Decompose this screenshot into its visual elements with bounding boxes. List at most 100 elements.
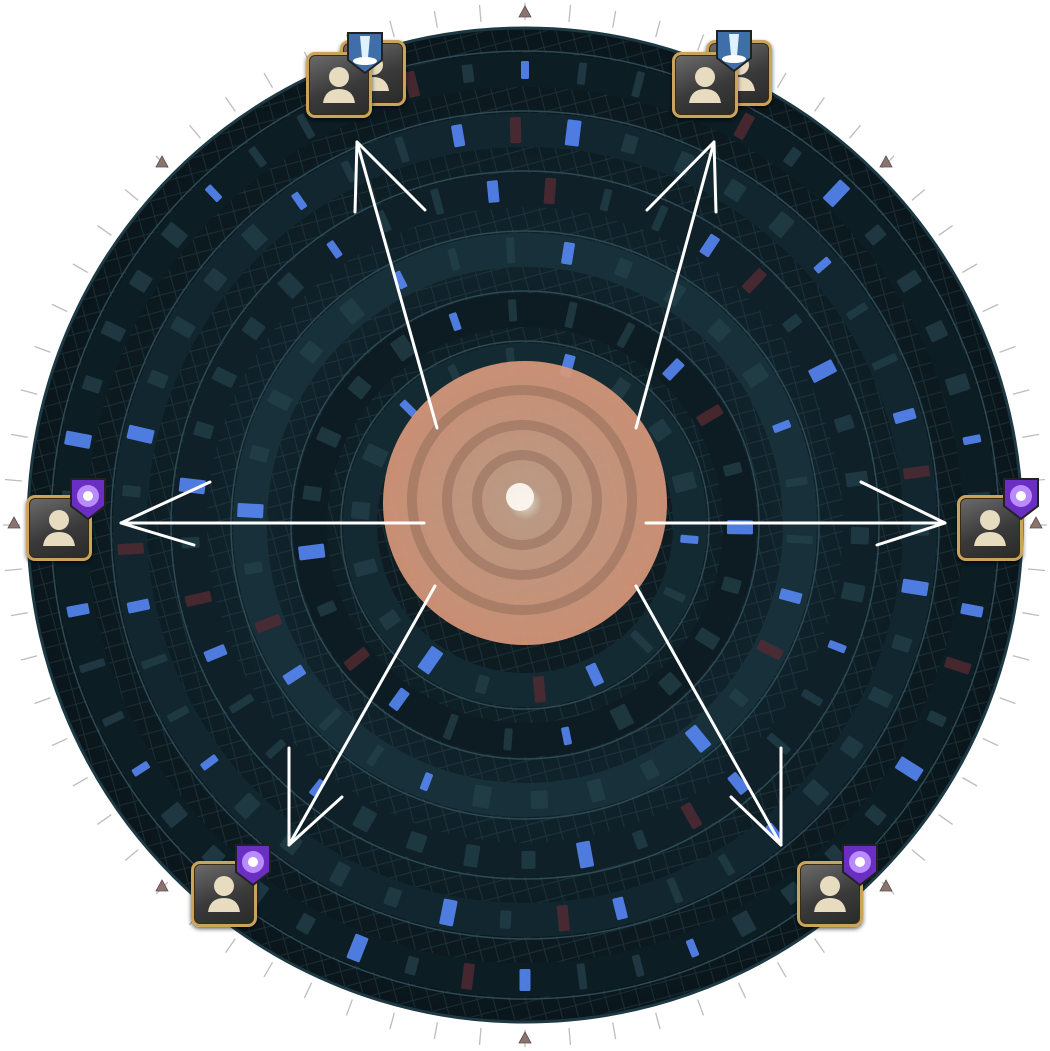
- glyph-block: [100, 320, 126, 342]
- glyph-block: [616, 322, 636, 348]
- glyph-block: [129, 269, 153, 293]
- compass-triangle: [1029, 516, 1043, 529]
- tick-mark: [34, 345, 51, 353]
- glyph-block: [868, 686, 893, 708]
- glyph-block: [390, 334, 416, 362]
- glyph-block: [696, 404, 724, 427]
- glyph-block: [309, 778, 326, 797]
- tick-mark: [10, 612, 28, 617]
- purple-orb-icon[interactable]: [68, 476, 108, 522]
- tick-mark: [697, 999, 705, 1016]
- glyph-block: [448, 312, 462, 332]
- tick-mark: [1022, 612, 1040, 617]
- glyph-block: [161, 802, 188, 828]
- glyph-block: [785, 476, 808, 488]
- glyph-block: [299, 340, 324, 364]
- tick-mark: [982, 737, 999, 747]
- glyph-block: [353, 558, 378, 577]
- purple-orb-icon[interactable]: [1001, 476, 1041, 522]
- glyph-block: [346, 933, 369, 963]
- glyph-block: [945, 373, 971, 396]
- glyph-block: [731, 910, 757, 937]
- glyph-block: [203, 644, 228, 662]
- glyph-block: [614, 257, 633, 279]
- arrow-head-top-right: [645, 140, 718, 214]
- glyph-block: [167, 705, 190, 723]
- tick-mark: [34, 697, 51, 705]
- player-avatar-icon: [957, 495, 1023, 561]
- compass-triangle: [518, 1031, 532, 1044]
- portal-beam-icon[interactable]: [345, 30, 385, 76]
- glyph-block: [126, 598, 151, 614]
- glyph-block: [343, 647, 370, 671]
- glyph-block: [234, 792, 261, 820]
- purple-orb-icon[interactable]: [233, 842, 273, 888]
- glyph-block: [472, 784, 492, 809]
- glyph-block: [707, 318, 732, 343]
- glyph-block: [205, 184, 222, 202]
- glyph-ring: [343, 343, 707, 707]
- portal-beam-icon[interactable]: [714, 28, 754, 74]
- glyph-block: [193, 421, 214, 440]
- glyph-ring: [233, 233, 817, 817]
- glyph-block: [362, 443, 389, 468]
- tick-mark: [814, 938, 825, 953]
- tick-mark: [97, 814, 112, 825]
- purple-orb-icon[interactable]: [840, 842, 880, 888]
- glyph-block: [864, 804, 887, 826]
- arrow-head-right: [859, 480, 947, 547]
- glyph-block: [926, 710, 947, 728]
- glyph-block: [768, 211, 795, 238]
- center-ring: [442, 420, 602, 580]
- glyph-block: [229, 693, 255, 714]
- glyph-block: [243, 561, 263, 575]
- glyph-block: [564, 301, 578, 329]
- glyph-block: [718, 853, 736, 876]
- glyph-block: [79, 658, 106, 674]
- glyph-block: [840, 581, 866, 603]
- glyph-block: [184, 591, 212, 607]
- glyph-block: [399, 399, 417, 417]
- glyph-block: [846, 302, 868, 320]
- glyph-block: [178, 477, 206, 495]
- glyph-block: [903, 465, 930, 480]
- glyph-block: [778, 588, 803, 604]
- glyph-block: [486, 180, 500, 203]
- glyph-block: [727, 772, 749, 795]
- glyph-block: [556, 904, 570, 932]
- tick-mark: [433, 1022, 438, 1040]
- tick-mark: [938, 225, 953, 236]
- glyph-block: [662, 358, 685, 381]
- glyph-block: [631, 954, 645, 978]
- tick-mark: [655, 1012, 661, 1030]
- player-token-right[interactable]: [957, 495, 1023, 561]
- glyph-block: [833, 414, 855, 433]
- tick-mark: [911, 188, 926, 201]
- glyph-block: [503, 728, 513, 751]
- arrow-to-top-right: [634, 140, 716, 430]
- glyph-block: [403, 70, 421, 98]
- glyph-block: [895, 756, 924, 782]
- glyph-block: [451, 124, 466, 148]
- glyph-block: [561, 726, 572, 746]
- arrow-to-bottom-left: [287, 584, 437, 847]
- glyph-block: [864, 224, 887, 246]
- glyph-block: [461, 963, 475, 990]
- glyph-block: [147, 369, 169, 389]
- glyph-block: [339, 297, 365, 325]
- glyph-block: [576, 963, 588, 990]
- tick-mark: [10, 433, 28, 438]
- glyph-block: [620, 133, 639, 155]
- glyph-block: [741, 268, 767, 294]
- tick-mark: [51, 303, 68, 313]
- tick-mark: [263, 962, 274, 978]
- compass-triangle: [155, 155, 169, 168]
- glyph-block: [632, 829, 648, 850]
- glyph-block: [141, 653, 168, 670]
- tick-mark: [612, 1022, 617, 1040]
- tick-mark: [1012, 655, 1030, 661]
- glyph-block: [474, 674, 490, 695]
- tick-mark: [72, 776, 88, 787]
- glyph-block: [599, 188, 613, 212]
- glyph-block: [585, 662, 604, 687]
